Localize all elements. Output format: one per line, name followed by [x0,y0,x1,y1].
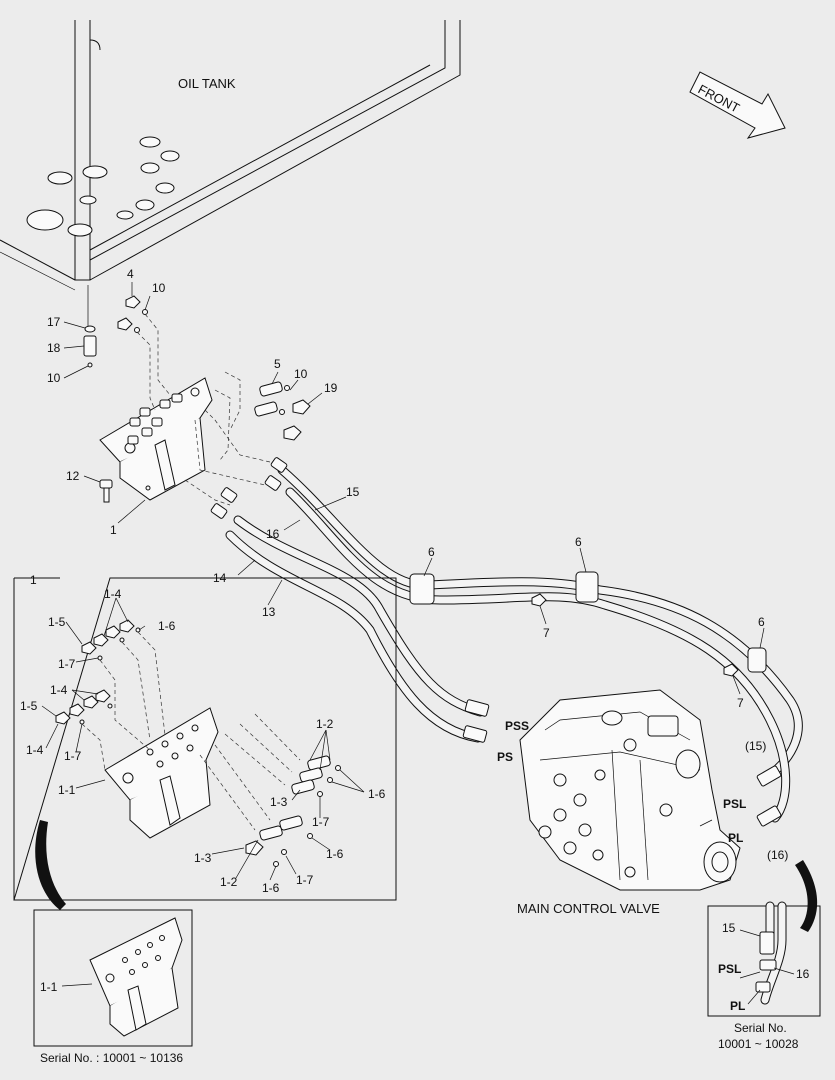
tank-port-bosses [26,136,180,237]
callout-15: 15 [346,485,360,499]
port-pss: PSS [505,719,529,733]
sub-1-4-a: 1-4 [104,587,122,601]
port-psl: PSL [723,797,746,811]
callout-16-paren: (16) [767,848,788,862]
sub-1-7-b: 1-7 [64,749,82,763]
oil-tank: OIL TANK [0,20,461,291]
main-control-valve: PSS PS PSL PL (15) (16) MAIN CONTROL VAL… [497,689,788,916]
sub-1-5-b: 1-5 [20,699,38,713]
callout-6-a: 6 [428,545,435,559]
sub-1-6-d: 1-6 [262,881,280,895]
inset-left: 1-1 Serial No. : 10001 ~ 10136 [33,909,193,1065]
bracket-assembly: 4 10 12 1 [66,267,213,537]
arrow-to-left-inset [35,820,66,910]
connectors-5-19: 5 10 19 [184,357,338,506]
callout-12: 12 [66,469,80,483]
bracket-fittings [127,393,183,445]
callout-5: 5 [274,357,281,371]
detail-fittings [245,755,341,867]
hose-clamps: 6 6 6 7 7 [409,535,767,710]
serial-right-2: 10001 ~ 10028 [718,1037,799,1051]
hoses: 15 16 14 13 [210,457,803,827]
sub-1-6-b: 1-6 [368,787,386,801]
sub-1-2-a: 1-2 [316,717,334,731]
sub-1-7-a: 1-7 [58,657,76,671]
arrow-to-right-inset [795,860,818,932]
callout-15-paren: (15) [745,739,766,753]
callout-7-a: 7 [543,626,550,640]
inset-right-16: 16 [796,967,810,981]
callout-1-main: 1 [110,523,117,537]
inset-right-15: 15 [722,921,736,935]
sub-1-4-c: 1-4 [26,743,44,757]
sub-1-6-c: 1-6 [326,847,344,861]
port-ps: PS [497,750,513,764]
sub-1-7-d: 1-7 [296,873,314,887]
valve-ports [538,738,673,878]
detail-box-bracket: 1 [13,573,397,901]
callout-6-b: 6 [575,535,582,549]
callout-16: 16 [266,527,280,541]
callout-10-top: 10 [152,281,166,295]
serial-left: Serial No. : 10001 ~ 10136 [40,1051,183,1065]
inset-right: 15 16 PSL PL Serial No. 10001 ~ 10028 [707,901,821,1051]
oil-tank-label: OIL TANK [178,76,236,91]
sub-1-1-a: 1-1 [58,783,76,797]
callout-19: 19 [324,381,338,395]
callout-13: 13 [262,605,276,619]
sub-1-3-a: 1-3 [270,795,288,809]
tank-drain-fitting: 17 18 10 [47,285,97,385]
callout-6-c: 6 [758,615,765,629]
sub-1-2-b: 1-2 [220,875,238,889]
callout-10-right: 10 [294,367,308,381]
inset-left-1-1: 1-1 [40,980,58,994]
sub-1-5-a: 1-5 [48,615,66,629]
port-pl: PL [728,831,743,845]
inset-right-psl: PSL [718,962,741,976]
main-control-valve-label: MAIN CONTROL VALVE [517,901,660,916]
sub-1-6-a: 1-6 [158,619,176,633]
sub-1-7-c: 1-7 [312,815,330,829]
callout-10-drain: 10 [47,371,61,385]
callout-1-detail: 1 [30,573,37,587]
sub-1-3-b: 1-3 [194,851,212,865]
callout-7-b: 7 [737,696,744,710]
front-arrow: FRONT [689,71,786,139]
callout-17: 17 [47,315,61,329]
callout-18: 18 [47,341,61,355]
sub-1-4-b: 1-4 [50,683,68,697]
inset-right-pl: PL [730,999,745,1013]
callout-4: 4 [127,267,134,281]
inset-left-holes [122,935,165,975]
serial-right-1: Serial No. [734,1021,787,1035]
detail-plate-holes [146,724,199,768]
